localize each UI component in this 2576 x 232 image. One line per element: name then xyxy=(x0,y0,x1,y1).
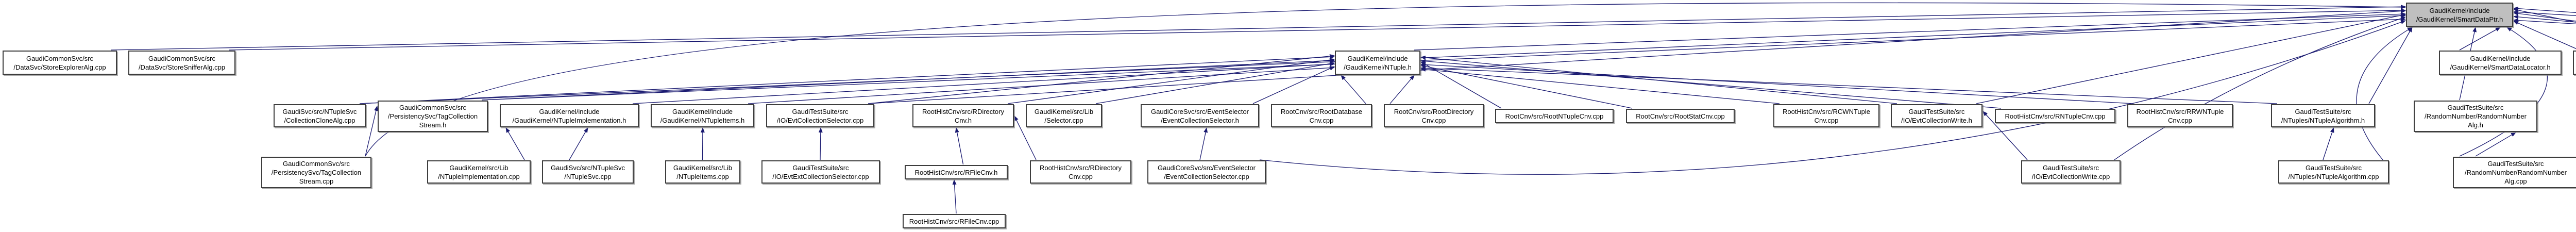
node-selector-cpp[interactable]: GaudiKernel/src/Lib /Selector.cpp xyxy=(1026,104,1102,127)
node-ntupleimpl-cpp[interactable]: GaudiKernel/src/Lib /NTupleImplementatio… xyxy=(427,160,531,184)
node-evtcollwrite-cpp[interactable]: GaudiTestSuite/src /IO/EvtCollectionWrit… xyxy=(2021,160,2121,184)
node-collectionclone[interactable]: GaudiSvc/src/NTupleSvc /CollectionCloneA… xyxy=(274,104,366,127)
edge-rdirectorycnv-cpp-to-rdirectorycnv-h xyxy=(1014,115,1037,160)
node-rrwntuplecnv[interactable]: RootHistCnv/src/RRWNTuple Cnv.cpp xyxy=(2127,104,2233,127)
edge-ntupleimpl-cpp-to-ntupleimpl-h xyxy=(505,127,525,160)
edge-randomnumberalg-cpp-to-randomnumberalg-h xyxy=(2475,132,2516,157)
node-store-explorer[interactable]: GaudiCommonSvc/src /DataSvc/StoreExplore… xyxy=(3,51,117,75)
edge-collectionclone-to-ntuple-h xyxy=(359,55,1335,104)
edge-rfilecnv-cpp-to-rfilecnv-h xyxy=(952,179,957,214)
node-rootdirectorycnv[interactable]: RootCnv/src/RootDirectory Cnv.cpp xyxy=(1384,104,1484,127)
node-ntuplesvc-cpp[interactable]: GaudiSvc/src/NTupleSvc /NTupleSvc.cpp xyxy=(542,160,634,184)
node-tagcollstream-h[interactable]: GaudiCommonSvc/src /PersistencySvc/TagCo… xyxy=(378,101,488,132)
edge-ntuplealgorithm-cpp-to-smartdataptr-h xyxy=(2356,27,2413,160)
edge-rcwntuplecnv-to-ntuple-h xyxy=(1420,67,1780,104)
edge-evtcollwrite-cpp-to-evtcollwrite-h xyxy=(1982,111,2028,160)
node-randomnumberalg-cpp[interactable]: GaudiTestSuite/src /RandomNumber/RandomN… xyxy=(2453,157,2576,188)
edge-tagcollstream-h-to-ntuple-h xyxy=(481,58,1335,101)
edge-ntuplesvc-cpp-to-ntupleimpl-h xyxy=(569,127,588,160)
node-smartdataptr-h[interactable]: GaudiKernel/include /GaudiKernel/SmartDa… xyxy=(2406,3,2513,27)
edge-eventcollsel-cpp-to-smartdataptr-h xyxy=(1259,20,2406,175)
edge-smartdatalocator-h-to-smartdataptr-h xyxy=(2459,27,2501,51)
edge-rrwntuplecnv-to-ntuple-h xyxy=(1420,62,2134,104)
edge-store-explorer-to-smartdataptr-h xyxy=(110,5,2406,51)
edge-randomnumberalg-cpp-to-smartdataptr-h xyxy=(2459,27,2548,157)
edge-tagcollstream-cpp-to-tagcollstream-h xyxy=(365,106,378,157)
node-eventcollsel-h[interactable]: GaudiCoreSvc/src/EventSelector /EventCol… xyxy=(1141,104,1259,127)
node-store-sniffer[interactable]: GaudiCommonSvc/src /DataSvc/StoreSniffer… xyxy=(128,51,235,75)
edge-evtcollsel-cpp-to-smartdataptr-h xyxy=(868,9,2406,104)
edge-ntuplealgorithm-h-to-smartdataptr-h xyxy=(2368,27,2413,104)
node-evtcollwrite-h[interactable]: GaudiTestSuite/src /IO/EvtCollectionWrit… xyxy=(1891,104,1982,127)
node-ntupleitems-h[interactable]: GaudiKernel/include /GaudiKernel/NTupleI… xyxy=(651,104,754,127)
node-ntuplealgorithm-h[interactable]: GaudiTestSuite/src /NTuples/NTupleAlgori… xyxy=(2271,104,2375,127)
node-ntupleimpl-h[interactable]: GaudiKernel/include /GaudiKernel/NTupleI… xyxy=(500,104,639,127)
node-ntuple-h[interactable]: GaudiKernel/include /GaudiKernel/NTuple.… xyxy=(1335,51,1420,75)
edge-ntuplealgorithm-cpp-to-ntuplealgorithm-h xyxy=(2323,127,2334,160)
node-rootstatcnv[interactable]: RootCnv/src/RootStatCnv.cpp xyxy=(1626,109,1735,123)
edge-perssvc-to-smartdataptr-h xyxy=(2513,10,2576,16)
node-tagcollstream-cpp[interactable]: GaudiCommonSvc/src /PersistencySvc/TagCo… xyxy=(261,157,371,188)
node-rdirectorycnv-h[interactable]: RootHistCnv/src/RDirectory Cnv.h xyxy=(912,104,1014,127)
node-evtextcollsel-cpp[interactable]: GaudiTestSuite/src /IO/EvtExtCollectionS… xyxy=(761,160,880,184)
edge-evtcollwrite-h-to-smartdataptr-h xyxy=(1976,13,2406,104)
edge-ntuple-h-to-smartdataptr-h xyxy=(1414,12,2406,51)
node-ntupleitems-cpp[interactable]: GaudiKernel/src/Lib /NTupleItems.cpp xyxy=(665,160,740,184)
edge-store-sniffer-to-smartdataptr-h xyxy=(229,8,2406,51)
edge-rdirectorycnv-h-to-ntuple-h xyxy=(1007,58,1335,104)
edge-eventcollsel-h-to-ntuple-h xyxy=(1252,66,1335,104)
node-rfilecnv-cpp[interactable]: RootHistCnv/src/RFileCnv.cpp xyxy=(903,214,1006,228)
edge-histoalgorithm-to-smartdataptr-h xyxy=(2513,21,2576,49)
edge-readalg-to-smartdataptr-h xyxy=(2513,8,2576,23)
edge-rootntuplecnv-to-ntuple-h xyxy=(1420,61,1502,109)
edge-dumpaddress-to-smartdataptr-h xyxy=(2513,14,2576,23)
node-histoalgorithm[interactable]: GaudiTestSuite/src /Histograms/HistoAlgo… xyxy=(2573,51,2576,75)
edge-evtextcollsel-cpp-to-evtcollsel-cpp xyxy=(818,127,823,160)
node-rootntuplecnv[interactable]: RootCnv/src/RootNTupleCnv.cpp xyxy=(1495,109,1614,123)
edge-rfilecnv-h-to-rdirectorycnv-h xyxy=(955,127,964,165)
node-eventcollsel-cpp[interactable]: GaudiCoreSvc/src/EventSelector /EventCol… xyxy=(1147,160,1266,184)
node-smartdatalocator-h[interactable]: GaudiKernel/include /GaudiKernel/SmartDa… xyxy=(2439,51,2562,75)
edge-selector-cpp-to-ntuple-h xyxy=(1095,61,1335,104)
node-rdirectorycnv-cpp[interactable]: RootHistCnv/src/RDirectory Cnv.cpp xyxy=(1030,160,1131,184)
edge-evtcollsel-cpp-to-ntuple-h xyxy=(868,54,1335,104)
edge-eventcollsel-cpp-to-eventcollsel-h xyxy=(1199,127,1208,160)
node-evtcollsel-cpp[interactable]: GaudiTestSuite/src /IO/EvtCollectionSele… xyxy=(766,104,874,127)
node-rfilecnv-h[interactable]: RootHistCnv/src/RFileCnv.h xyxy=(905,165,1008,179)
edge-ntupleimpl-h-to-ntuple-h xyxy=(632,62,1335,104)
edge-evtcollwrite-cpp-to-smartdataptr-h xyxy=(2114,16,2406,160)
edge-rootdirectorycnv-to-ntuple-h xyxy=(1389,75,1415,104)
node-rootdatabasecnv[interactable]: RootCnv/src/RootDatabase Cnv.cpp xyxy=(1271,104,1372,127)
edge-miwritealg-to-smartdataptr-h xyxy=(2513,6,2576,13)
node-rcwntuplecnv[interactable]: RootHistCnv/src/RCWNTuple Cnv.cpp xyxy=(1773,104,1879,127)
edge-rootdatabasecnv-to-ntuple-h xyxy=(1341,75,1366,104)
node-rntuplecnv[interactable]: RootHistCnv/src/RNTupleCnv.cpp xyxy=(1995,109,2115,123)
node-randomnumberalg-h[interactable]: GaudiTestSuite/src /RandomNumber/RandomN… xyxy=(2414,101,2537,132)
node-ntuplealgorithm-cpp[interactable]: GaudiTestSuite/src /NTuples/NTupleAlgori… xyxy=(2278,160,2389,184)
edge-ntuplealgorithm-h-to-ntuple-h xyxy=(1420,66,2278,104)
edge-writealg-to-smartdataptr-h xyxy=(2513,11,2576,22)
edge-rntuplecnv-to-ntuple-h xyxy=(1420,59,2002,109)
